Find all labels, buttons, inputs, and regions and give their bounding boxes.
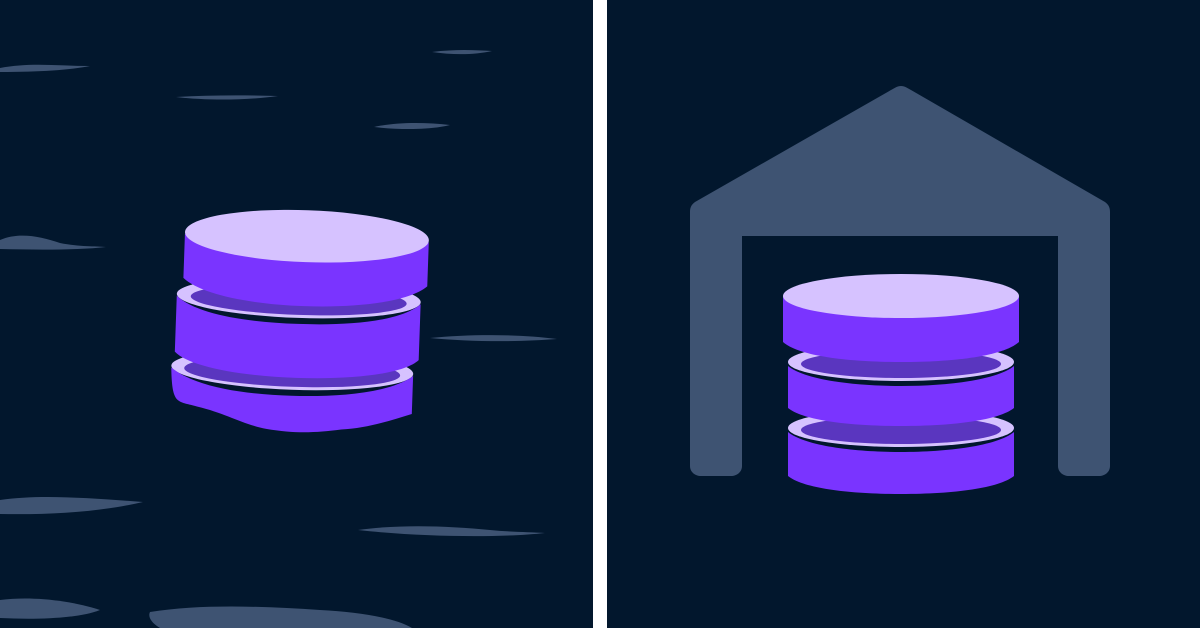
data-lake-scene bbox=[0, 0, 593, 628]
database-disk-top bbox=[183, 209, 429, 307]
wave-streak bbox=[0, 496, 143, 515]
wave-streak bbox=[358, 526, 545, 537]
water-icon bbox=[0, 50, 557, 628]
wave-streak bbox=[430, 335, 557, 342]
wave-streak bbox=[0, 235, 106, 250]
wave-streak bbox=[176, 95, 278, 100]
wave-streak bbox=[432, 50, 492, 55]
data-lake-panel bbox=[0, 0, 593, 628]
wave-streak bbox=[0, 598, 100, 619]
wave-streak bbox=[0, 64, 90, 72]
database-icon bbox=[171, 209, 429, 433]
data-warehouse-scene bbox=[607, 0, 1200, 628]
panel-divider bbox=[593, 0, 607, 628]
database-disk-top bbox=[783, 274, 1019, 362]
warehouse-icon bbox=[690, 86, 1110, 476]
wave-streak bbox=[374, 122, 450, 130]
database-icon bbox=[783, 274, 1019, 494]
wave-streak bbox=[149, 606, 413, 628]
data-warehouse-panel bbox=[607, 0, 1200, 628]
